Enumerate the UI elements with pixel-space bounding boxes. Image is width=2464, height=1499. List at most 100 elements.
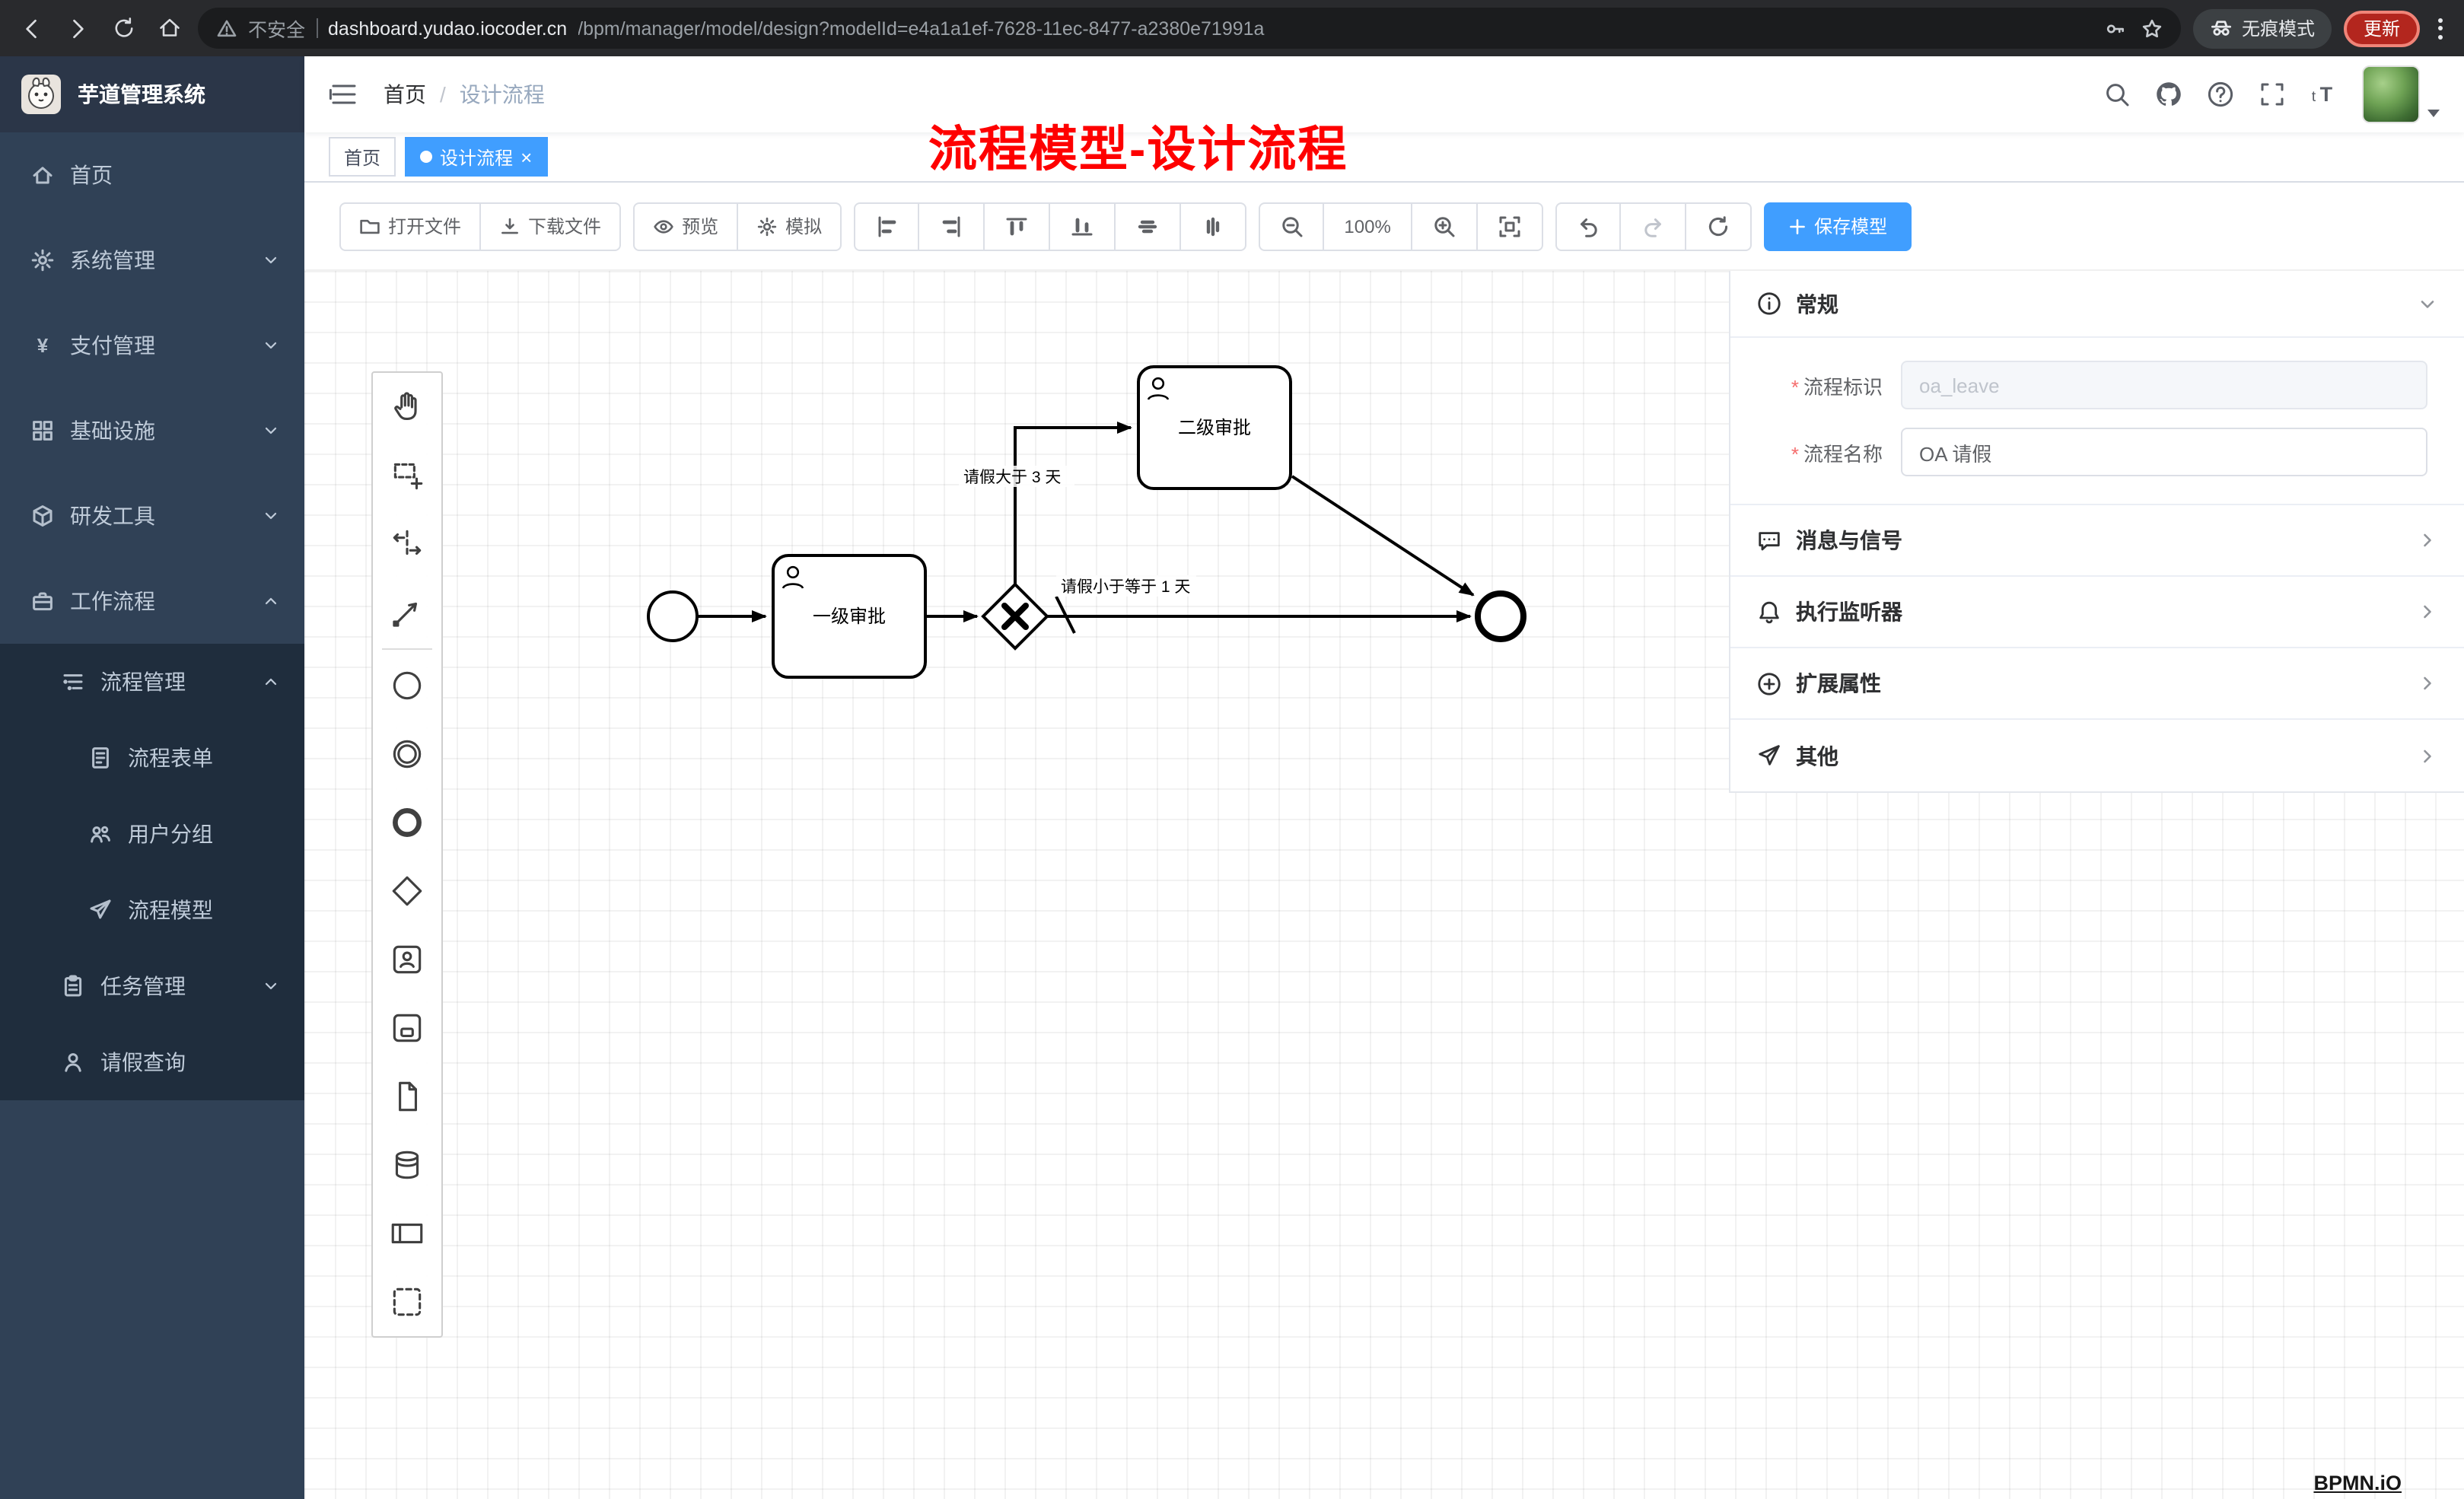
section-extension-attributes[interactable]: 扩展属性 (1730, 648, 2464, 720)
user-task-second-approval[interactable]: 二级审批 (1137, 365, 1292, 490)
preview-button[interactable]: 预览 (633, 202, 739, 250)
general-form: *流程标识 *流程名称 (1730, 338, 2464, 505)
palette-subprocess[interactable] (373, 994, 441, 1062)
chevron-down-icon (265, 342, 277, 349)
align-top-icon (1006, 217, 1027, 235)
tab-design-process[interactable]: 设计流程 × (405, 137, 548, 177)
browser-menu-icon[interactable] (2432, 18, 2449, 39)
palette-gateway[interactable] (373, 857, 441, 925)
process-key-input[interactable] (1901, 361, 2427, 409)
undo-button[interactable] (1555, 202, 1622, 250)
sidebar-item-process-manage[interactable]: 流程管理 (0, 644, 304, 720)
sidebar-item-task-manage[interactable]: 任务管理 (0, 948, 304, 1024)
palette-participant[interactable] (373, 1199, 441, 1268)
save-model-button[interactable]: 保存模型 (1764, 202, 1912, 250)
user-task-first-approval[interactable]: 一级审批 (772, 554, 927, 679)
star-icon[interactable] (2141, 18, 2163, 39)
reload-icon[interactable] (107, 11, 140, 45)
palette-group[interactable] (373, 1268, 441, 1336)
bpmn-io-logo[interactable]: BPMN.iO (2313, 1472, 2402, 1494)
download-file-button[interactable]: 下载文件 (481, 202, 622, 250)
palette-start-event[interactable] (373, 651, 441, 720)
exclusive-gateway-shape[interactable] (981, 582, 1049, 651)
flow-gateway-to-task2[interactable] (1014, 422, 1132, 584)
bpmn-canvas[interactable]: 一级审批 (304, 271, 2464, 1499)
chevron-right-icon (2424, 749, 2431, 762)
group-icon (393, 1287, 422, 1316)
tab-home[interactable]: 首页 (329, 137, 396, 177)
section-message-signal[interactable]: 消息与信号 (1730, 505, 2464, 577)
palette-data-store[interactable] (373, 1131, 441, 1199)
flow-label-gt[interactable]: 请假大于 3 天 (963, 469, 1061, 486)
flow-task2-to-end[interactable] (1291, 475, 1475, 597)
caret-down-icon (2427, 110, 2440, 117)
breadcrumb-current: 设计流程 (459, 82, 545, 107)
zoom-fit-button[interactable] (1478, 202, 1544, 250)
github-icon[interactable] (2155, 81, 2182, 108)
user-menu[interactable] (2362, 65, 2440, 123)
search-icon[interactable] (2103, 81, 2131, 108)
chevron-right-icon (2424, 605, 2431, 619)
palette-user-task[interactable] (373, 925, 441, 994)
palette-lasso-tool[interactable] (373, 441, 441, 510)
sidebar-item-user-group[interactable]: 用户分组 (0, 796, 304, 872)
align-top-button[interactable] (985, 202, 1051, 250)
palette-data-object[interactable] (373, 1062, 441, 1131)
align-horizontal-center-button[interactable] (1116, 202, 1182, 250)
sidebar-item-home[interactable]: 首页 (0, 132, 304, 218)
restart-button[interactable] (1686, 202, 1752, 250)
sidebar-item-devtools[interactable]: 研发工具 (0, 473, 304, 559)
close-icon[interactable]: × (520, 145, 533, 168)
redo-button[interactable] (1621, 202, 1687, 250)
sidebar-item-infrastructure[interactable]: 基础设施 (0, 388, 304, 473)
sidebar-item-leave-query[interactable]: 请假查询 (0, 1024, 304, 1100)
browser-update-button[interactable]: 更新 (2343, 10, 2420, 46)
section-other[interactable]: 其他 (1730, 720, 2464, 791)
sidebar-item-system[interactable]: 系统管理 (0, 218, 304, 303)
sidebar-item-workflow[interactable]: 工作流程 (0, 559, 304, 644)
designer-toolbar: 打开文件 下载文件 预览 (304, 183, 2464, 271)
flow-label-lte[interactable]: 请假小于等于 1 天 (1061, 578, 1190, 596)
address-bar[interactable]: 不安全 dashboard.yudao.iocoder.cn/bpm/manag… (198, 8, 2181, 49)
fullscreen-icon[interactable] (2259, 81, 2286, 108)
help-icon[interactable] (2207, 81, 2234, 108)
section-execution-listener[interactable]: 执行监听器 (1730, 577, 2464, 648)
align-vertical-center-icon (1206, 216, 1220, 236)
align-right-button[interactable] (919, 202, 985, 250)
back-icon[interactable] (15, 11, 49, 45)
zoom-in-button[interactable] (1412, 202, 1479, 250)
security-label: 不安全 (248, 20, 306, 41)
browser-chrome: 不安全 dashboard.yudao.iocoder.cn/bpm/manag… (0, 0, 2464, 56)
gear-icon (31, 249, 54, 272)
home-icon (33, 167, 53, 184)
avatar[interactable] (2362, 65, 2420, 123)
forward-icon[interactable] (61, 11, 94, 45)
simulate-button[interactable]: 模拟 (738, 202, 842, 250)
start-event-shape[interactable] (647, 590, 699, 642)
sidebar-item-process-model[interactable]: 流程模型 (0, 872, 304, 948)
app-logo[interactable]: 芋道管理系统 (0, 56, 304, 132)
home-button-icon[interactable] (152, 11, 186, 45)
default-flow-marker (1055, 596, 1076, 634)
end-event-shape[interactable] (1475, 590, 1526, 642)
align-left-button[interactable] (854, 202, 920, 250)
palette-global-connect-tool[interactable] (373, 578, 441, 647)
align-bottom-button[interactable] (1050, 202, 1116, 250)
align-bottom-icon (1071, 217, 1093, 235)
palette-end-event[interactable] (373, 788, 441, 857)
breadcrumb-home[interactable]: 首页 (384, 82, 426, 107)
process-name-input[interactable] (1901, 428, 2427, 476)
zoom-out-button[interactable] (1259, 202, 1325, 250)
open-file-button[interactable]: 打开文件 (339, 202, 482, 250)
bpmn-diagram[interactable]: 一级审批 (304, 271, 2464, 1499)
align-vertical-center-button[interactable] (1181, 202, 1247, 250)
sidebar-item-process-form[interactable]: 流程表单 (0, 720, 304, 796)
palette-hand-tool[interactable] (373, 373, 441, 441)
palette-space-tool[interactable] (373, 510, 441, 578)
section-general[interactable]: 常规 (1730, 271, 2464, 338)
sidebar-item-payment[interactable]: ¥ 支付管理 (0, 303, 304, 388)
sidebar-collapse-icon[interactable] (329, 79, 359, 110)
key-icon[interactable] (2105, 18, 2126, 39)
palette-intermediate-event[interactable] (373, 720, 441, 788)
